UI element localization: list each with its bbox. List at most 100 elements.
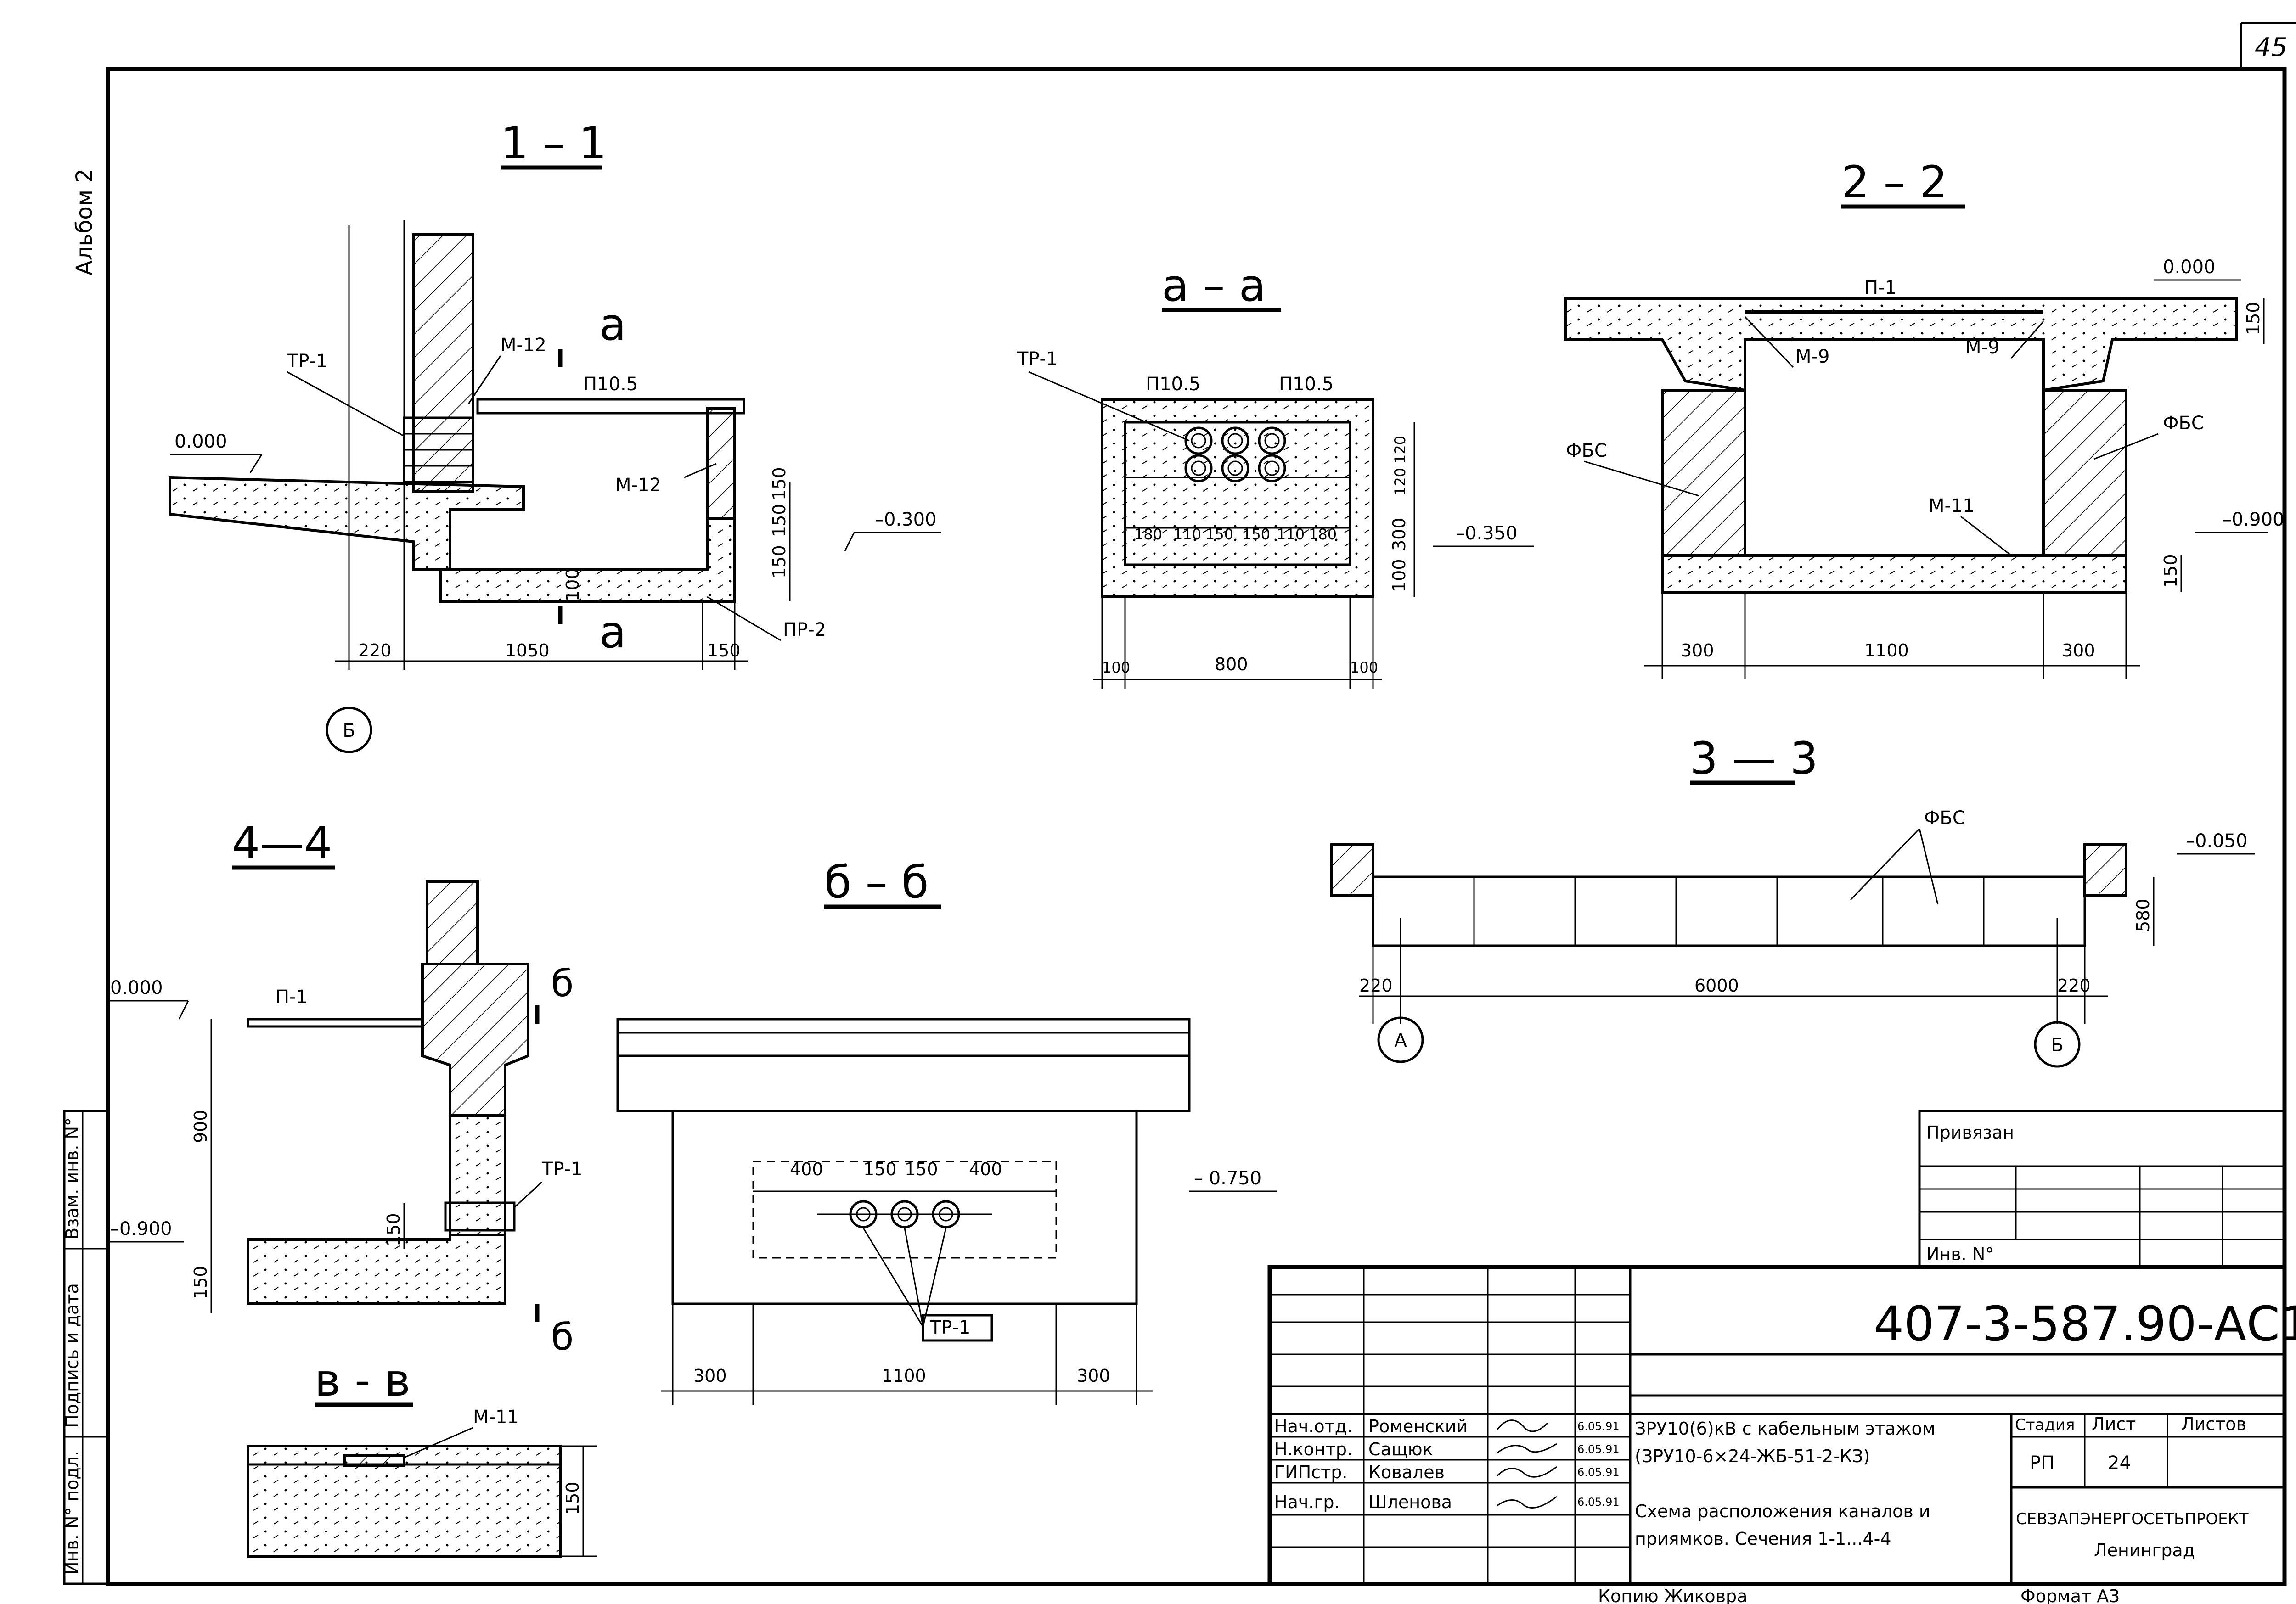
wall-end	[2083, 843, 2127, 897]
dim: 100	[1102, 659, 1130, 676]
sign-date: 6.05.91	[1577, 1496, 1620, 1509]
side-inv-label: Инв. N° подл.	[62, 1451, 82, 1575]
role: Нач.гр.	[1274, 1492, 1340, 1512]
side-sign-label: Подпись и дата	[62, 1283, 82, 1428]
section-4-4: 4—4 П-1 ТР-1 0.000 –0.900 900 150 150 б …	[108, 818, 582, 1358]
dim: 300	[2062, 640, 2095, 661]
label-m11: М-11	[1929, 495, 1975, 516]
section-3-3: 3 — 3 ФБС –0.050 580 220 6000 220 А Б	[1330, 733, 2255, 1068]
label-m9: М-9	[1795, 346, 1829, 367]
cut-mark: б	[551, 1316, 574, 1358]
dim: 300	[1681, 640, 1714, 661]
dim: 580	[2133, 898, 2153, 932]
dim: 300	[1389, 517, 1409, 551]
wall	[426, 880, 479, 965]
pit-outline	[671, 1110, 1138, 1305]
axis-marker	[1377, 1016, 1424, 1063]
dim: 1050	[505, 640, 550, 661]
channel-wall	[706, 407, 736, 520]
sign-date: 6.05.91	[1577, 1443, 1620, 1456]
dim: 150	[707, 640, 741, 661]
section-title: в - в	[315, 1355, 411, 1406]
cut-mark: а	[599, 299, 626, 350]
label-m12: М-12	[501, 335, 546, 356]
dim: 120	[1391, 468, 1409, 496]
dim: 220	[358, 640, 392, 661]
label-m11: М-11	[473, 1407, 519, 1428]
label-m9: М-9	[1965, 337, 1999, 358]
cover-p1	[247, 1018, 424, 1028]
organization-city: Ленинград	[2094, 1540, 2195, 1560]
dim: 100	[1350, 659, 1378, 676]
signature	[1496, 1466, 1557, 1478]
drawing-title: приямков. Сечения 1-1...4-4	[1635, 1529, 1891, 1549]
fbs-block	[1661, 389, 1746, 557]
elevation-mark: 0.000	[110, 977, 163, 998]
stage-header: Стадия	[2015, 1416, 2075, 1434]
dim: 150	[769, 545, 789, 578]
wall	[412, 233, 474, 493]
section-title: 4—4	[232, 818, 332, 869]
dim: 110	[1173, 526, 1201, 543]
dim: 800	[1215, 654, 1248, 674]
dim: 120	[1391, 436, 1409, 464]
fbs-row	[1372, 875, 2086, 947]
dim: 150	[2243, 302, 2263, 335]
column	[421, 963, 529, 1117]
dim: 100	[563, 568, 583, 601]
channel-inner	[1124, 421, 1351, 566]
doc-code: 407-3-587.90-АС1	[1874, 1296, 2296, 1352]
elevation-mark: 0.000	[2163, 257, 2216, 278]
section-title: 3 — 3	[1690, 733, 1818, 784]
channel-bottom	[439, 517, 736, 603]
pit-wall	[449, 1114, 506, 1236]
section-a-a: а – а ТР-1 П10.5 П10.5 180 110 150 150 1…	[1017, 260, 1534, 689]
label-p105: П10.5	[1279, 374, 1334, 395]
sleeve-tr1	[444, 1201, 516, 1232]
elevation-mark: –0.900	[2223, 509, 2285, 530]
signature	[1496, 1419, 1548, 1432]
label-m12: М-12	[615, 475, 661, 496]
sheets-header: Листов	[2181, 1414, 2246, 1434]
person-name: Сащюк	[1368, 1439, 1433, 1459]
person-name: Роменский	[1368, 1416, 1468, 1436]
role: ГИПстр.	[1274, 1462, 1347, 1482]
cut-mark: б	[551, 962, 574, 1005]
elevation-mark: –0.350	[1456, 523, 1518, 544]
dim: 180	[1134, 526, 1162, 543]
label-p105: П10.5	[583, 374, 638, 395]
signature	[1497, 1443, 1557, 1454]
label-tr1: ТР-1	[929, 1317, 970, 1338]
floor-slab	[616, 1054, 1191, 1112]
sheet-value: 24	[2108, 1453, 2131, 1474]
label-p105: П10.5	[1146, 374, 1200, 395]
cover-slab	[476, 398, 745, 415]
dim: 220	[1359, 976, 1393, 996]
dim: 1100	[1864, 640, 1909, 661]
dim: 150	[905, 1159, 938, 1179]
dim: 1100	[882, 1366, 926, 1386]
dim: 150	[563, 1481, 583, 1515]
floor-slab	[169, 476, 525, 571]
side-stamp: Инв. N° подл. Подпись и дата Взам. инв. …	[62, 1110, 109, 1585]
signature	[1497, 1496, 1557, 1509]
dim: 400	[790, 1159, 823, 1179]
dim: 100	[1389, 559, 1409, 592]
axis-label: Б	[343, 720, 355, 741]
title-block: 407-3-587.90-АС1 Нач.отд. Н.контр. ГИПст…	[1267, 1265, 2296, 1586]
dim: 110	[1277, 526, 1305, 543]
sign-date: 6.05.91	[1577, 1466, 1620, 1479]
label-p1: П-1	[276, 987, 308, 1008]
stage-value: РП	[2030, 1453, 2054, 1474]
label-fbs: ФБС	[2163, 413, 2204, 434]
sheet-frame: 45 Альбом 2	[72, 22, 2296, 1586]
dim: 400	[969, 1159, 1002, 1179]
person-name: Шленова	[1368, 1492, 1452, 1512]
section-2-2: 2 – 2 П-1 М-9 М-9 ФБС ФБС М-11 0.000 –0.…	[1564, 157, 2285, 679]
wall-end	[1330, 843, 1374, 897]
dim: 180	[1309, 526, 1337, 543]
axis-label: Б	[2051, 1035, 2063, 1056]
label-box	[922, 1314, 993, 1342]
axis-label: А	[1394, 1030, 1407, 1051]
